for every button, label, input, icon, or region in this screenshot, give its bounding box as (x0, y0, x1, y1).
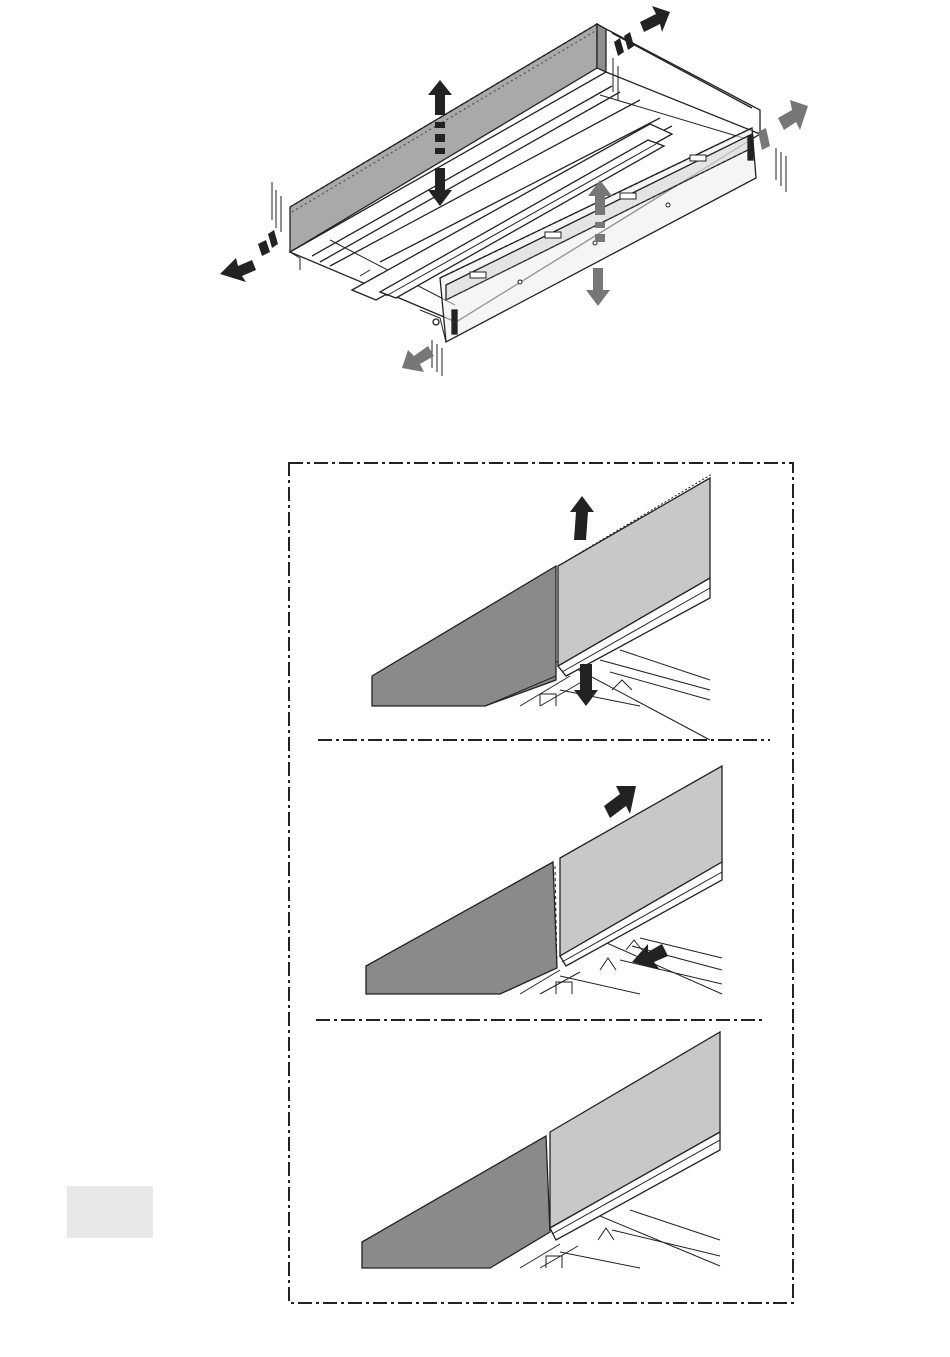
step-1-up-arrow (570, 496, 594, 540)
left-end-out-arrow (220, 230, 278, 282)
step-2-slide-arrow (604, 786, 636, 818)
front-panel-down-arrow (586, 268, 610, 306)
front-left-out-arrow (402, 346, 434, 372)
step-1-dark-panel (372, 566, 556, 706)
step-3-drawing (362, 1032, 720, 1268)
step-2-light-panel (560, 766, 722, 956)
page-tab (67, 1186, 153, 1238)
overview-drawing (272, 24, 786, 376)
step-2-drawing (366, 766, 722, 994)
step-3-light-panel (550, 1032, 720, 1228)
back-panel-end (597, 24, 606, 72)
step-2-dark-panel (366, 862, 557, 994)
right-front-out-arrow (758, 100, 808, 150)
step-1-drawing (372, 474, 712, 740)
step-3-dark-panel (362, 1136, 550, 1268)
